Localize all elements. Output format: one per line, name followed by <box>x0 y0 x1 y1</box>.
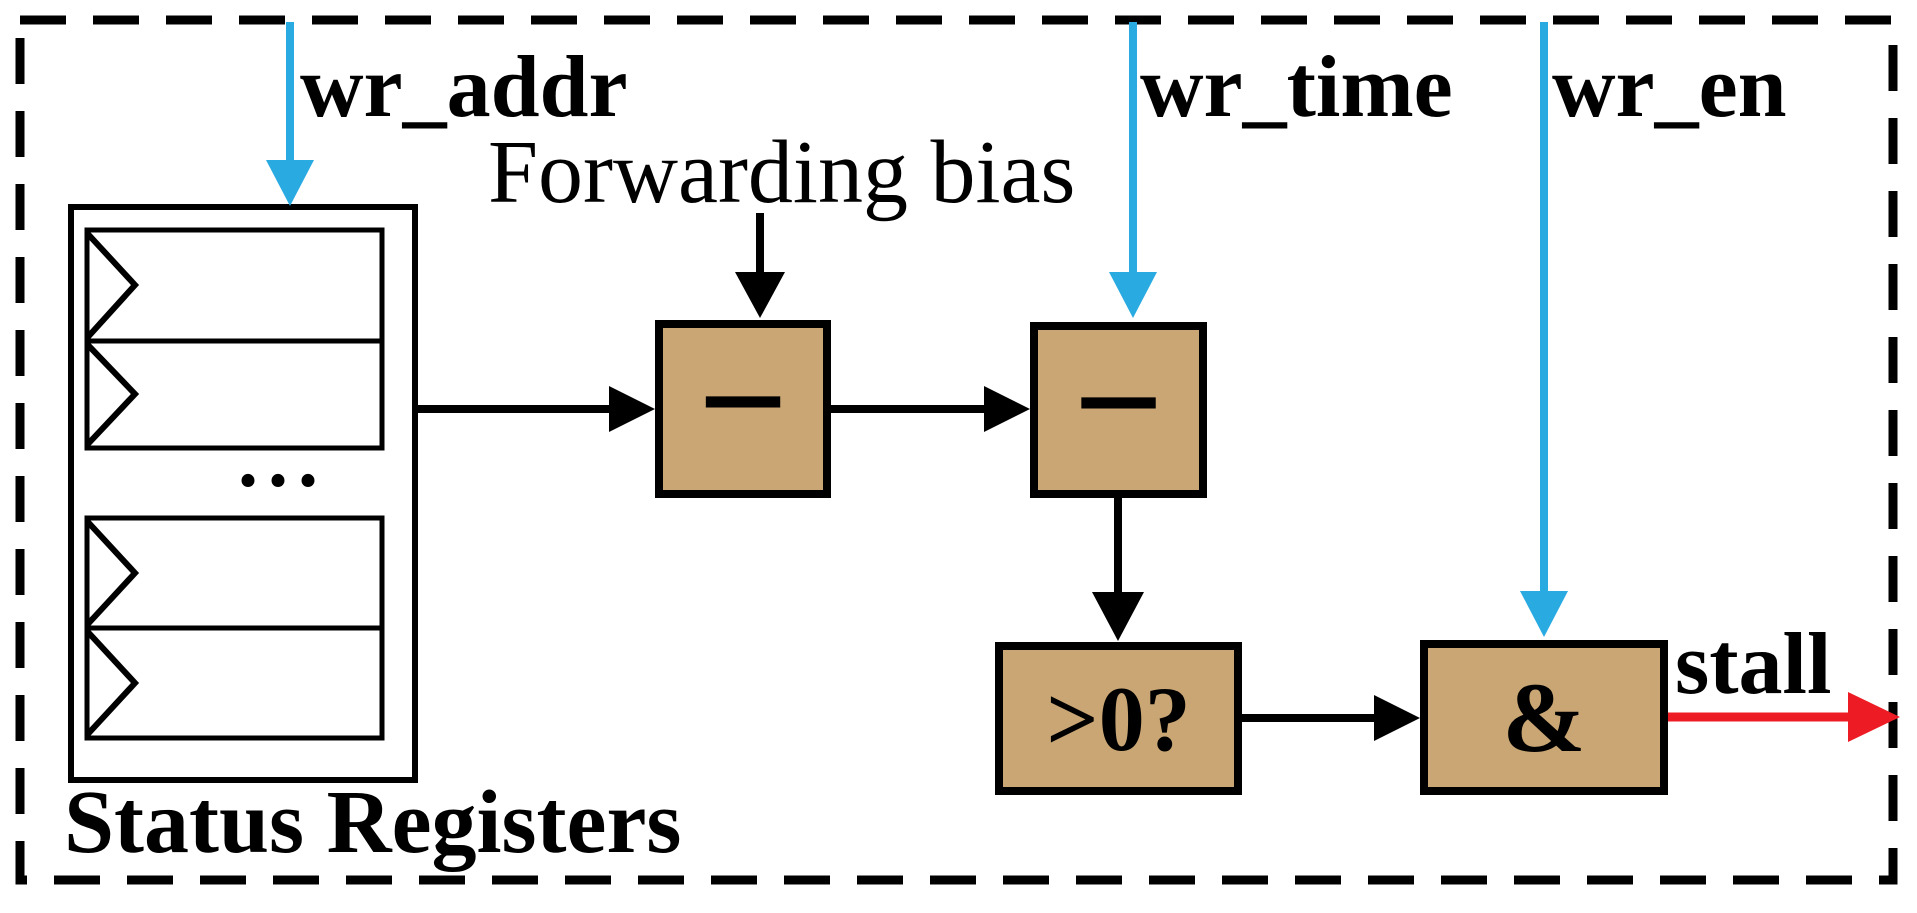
dashed-boundary <box>15 15 1898 885</box>
and-gate-block: & <box>1420 640 1668 795</box>
wr-addr-label: wr_addr <box>300 39 628 136</box>
wr-en-label: wr_en <box>1552 39 1787 136</box>
subtract1-to-subtract2-arrowhead <box>984 386 1030 432</box>
minus-operator: − <box>1072 313 1165 491</box>
stall-arrowhead <box>1848 692 1900 742</box>
minus-operator: − <box>697 312 789 490</box>
greater-than-zero-block: >0? <box>995 642 1242 795</box>
and-gate-label: & <box>1502 661 1586 773</box>
register-cell <box>84 515 385 631</box>
wr-en-arrowhead <box>1520 591 1568 637</box>
status-registers-label: Status Registers <box>64 773 682 872</box>
comparator-to-and-arrowhead <box>1374 695 1420 741</box>
register-clock-icon <box>84 230 140 341</box>
registers-ellipsis: ... <box>238 416 328 504</box>
wr-time-arrowhead <box>1109 272 1157 318</box>
registers-to-subtract1-arrowhead <box>609 386 655 432</box>
register-cell <box>84 625 385 741</box>
forwarding-bias-label: Forwarding bias <box>488 123 1076 222</box>
subtract-block-2: − <box>1030 322 1207 498</box>
wr-addr-arrowhead <box>266 160 314 206</box>
comparator-label: >0? <box>1046 667 1191 770</box>
subtract-block-1: − <box>655 320 831 498</box>
wr-time-label: wr_time <box>1140 39 1453 136</box>
register-clock-icon <box>84 628 140 738</box>
register-clock-icon <box>84 341 140 448</box>
subtract2-to-comparator-arrowhead <box>1092 592 1144 641</box>
stall-label: stall <box>1675 616 1832 713</box>
forwarding-bias-arrowhead <box>735 272 785 318</box>
register-clock-icon <box>84 518 140 628</box>
